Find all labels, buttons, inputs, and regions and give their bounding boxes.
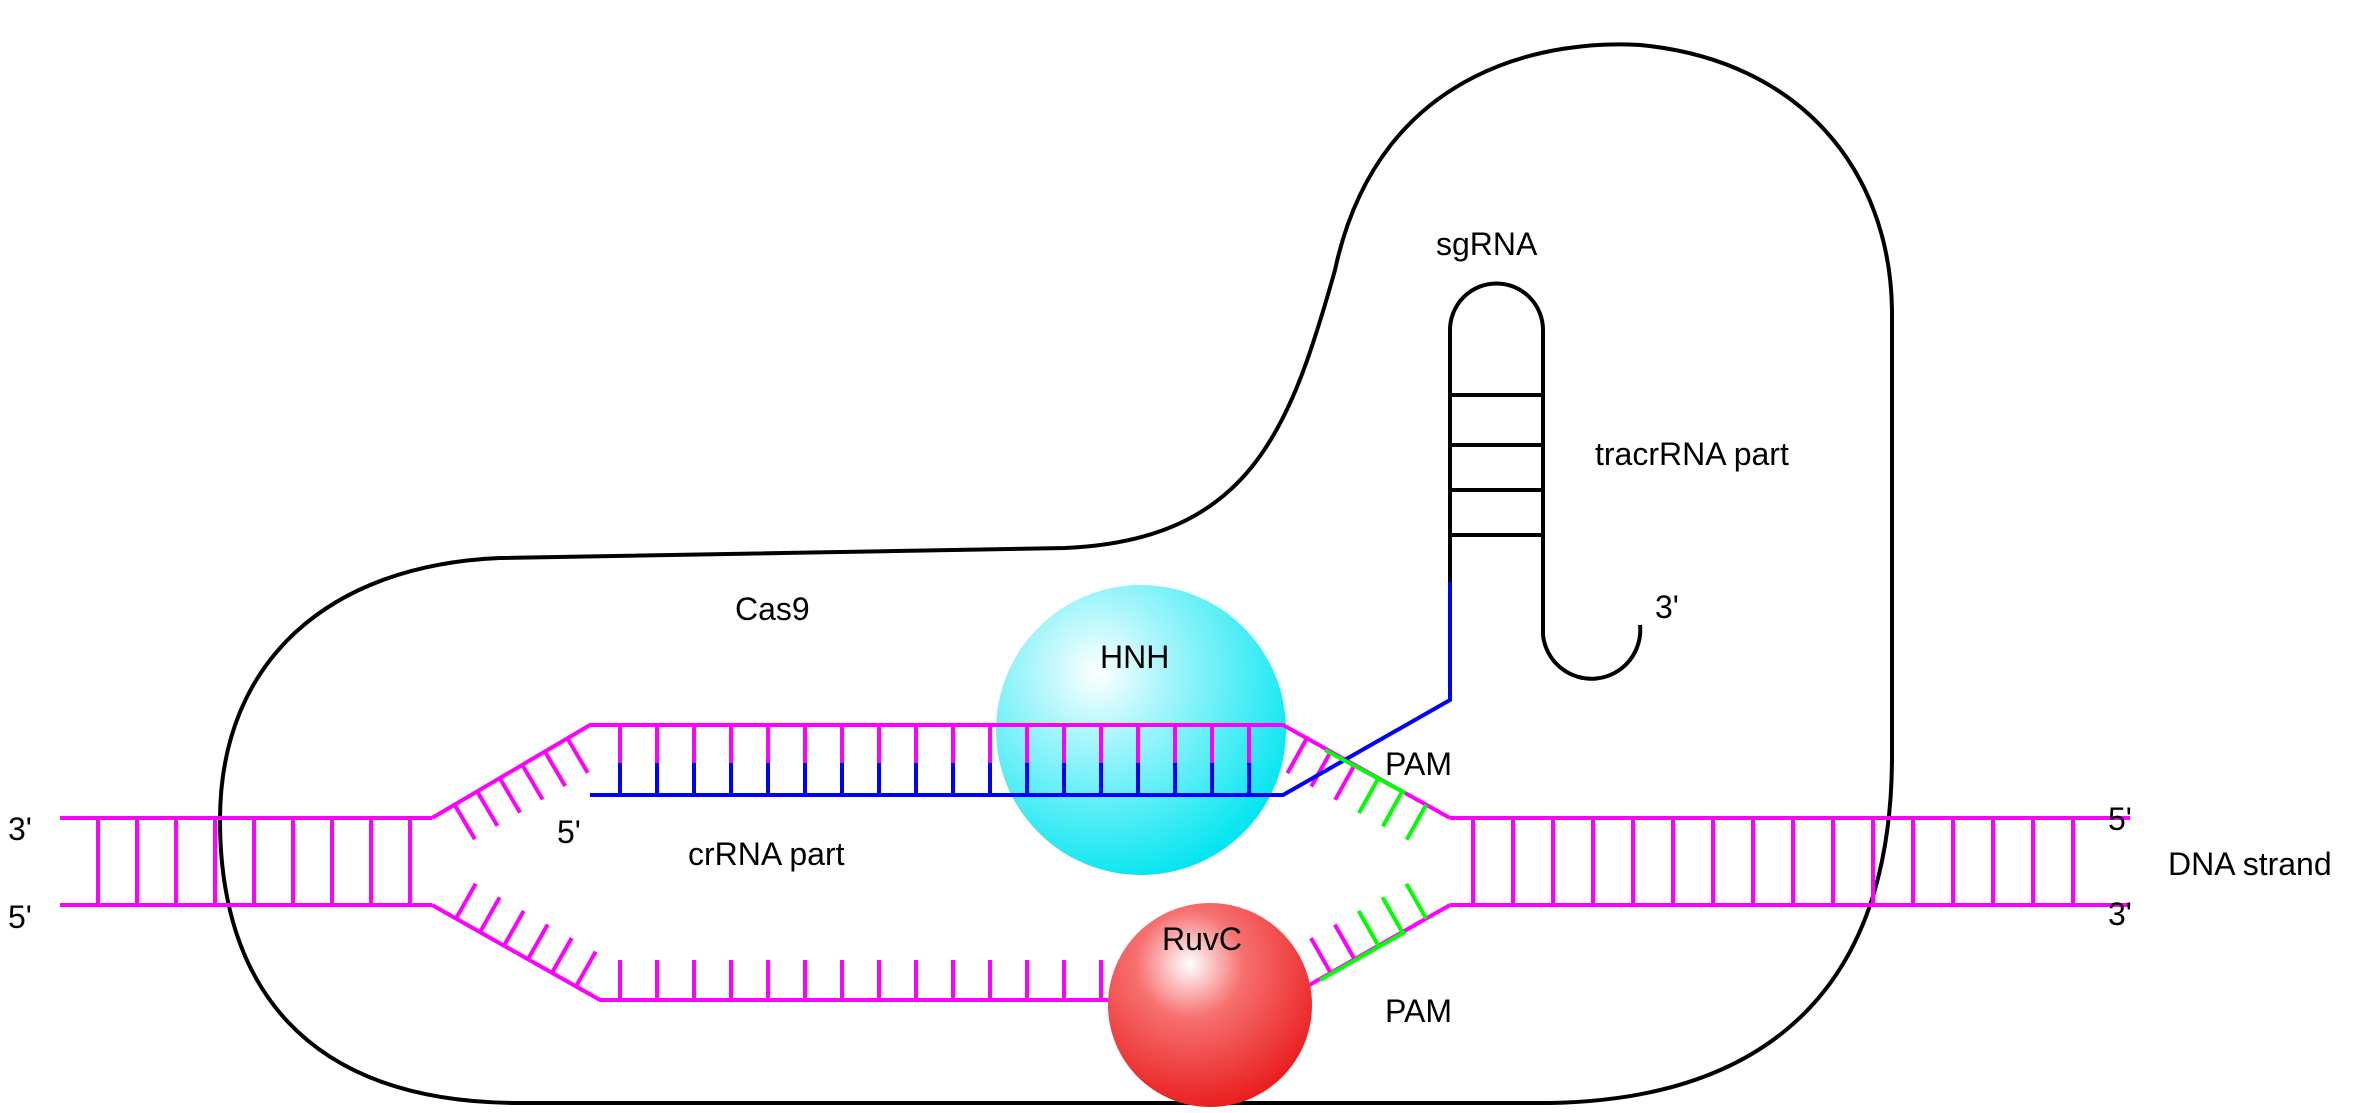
right-bottom-end-label: 3' xyxy=(2108,896,2132,932)
dna-base-stub xyxy=(520,763,545,801)
dna-strand-label: DNA strand xyxy=(2168,846,2332,882)
dna-base-stub xyxy=(454,882,478,920)
dna-base-stub xyxy=(550,937,574,974)
cas9-label: Cas9 xyxy=(735,591,810,627)
pam-base xyxy=(1357,777,1381,815)
dna-base-stub xyxy=(475,790,500,827)
tracrrna-3-end-label: 3' xyxy=(1655,589,1679,625)
pam-strand-bottom xyxy=(1319,930,1406,982)
tracrrna-hairpin xyxy=(1448,281,1643,681)
pam-label-lower: PAM xyxy=(1385,993,1452,1029)
sgrna-label: sgRNA xyxy=(1436,226,1538,262)
pam-strand-top xyxy=(1324,748,1406,795)
dna-base-stub xyxy=(1333,763,1357,801)
crrna-strand xyxy=(590,582,1452,797)
hnh-domain-sphere xyxy=(996,585,1286,875)
crrna-base-pairs xyxy=(618,763,1251,795)
dna-base-stub xyxy=(478,896,502,934)
pam-base xyxy=(1404,803,1428,841)
left-top-end-label: 3' xyxy=(8,811,32,847)
dna-base-stub xyxy=(452,803,477,841)
pam-base xyxy=(1380,896,1405,934)
dna-base-stub xyxy=(1285,737,1309,775)
dna-base-stub xyxy=(1309,937,1333,974)
dna-base-stub xyxy=(497,777,522,814)
hnh-label: HNH xyxy=(1100,639,1169,675)
right-top-end-label: 5' xyxy=(2108,801,2132,837)
dna-base-stub xyxy=(502,909,526,947)
ruvc-label: RuvC xyxy=(1162,921,1242,957)
pam-base xyxy=(1356,909,1381,947)
dna-base-stub xyxy=(1333,923,1357,961)
guide-rna xyxy=(590,281,1643,797)
cas9-outline xyxy=(217,42,1894,1105)
dna-base-stub xyxy=(574,950,598,988)
dna-base-stub xyxy=(543,750,567,788)
dna-base-stub xyxy=(1309,750,1333,788)
dna-base-stub xyxy=(526,923,550,961)
tracrrna-base-pairs xyxy=(1450,393,1543,537)
pam-base xyxy=(1404,882,1428,920)
pam-label-upper: PAM xyxy=(1385,746,1452,782)
dna-strands xyxy=(60,723,2130,1002)
ruvc-domain-sphere xyxy=(1108,903,1312,1107)
dna-base-stub xyxy=(565,737,590,774)
pam-base xyxy=(1381,790,1405,828)
tracrrna-part-label: tracrRNA part xyxy=(1595,436,1789,472)
crrna-part-label: crRNA part xyxy=(688,836,845,872)
left-bottom-end-label: 5' xyxy=(8,899,32,935)
crrna-5-end-label: 5' xyxy=(557,814,581,850)
pam-sites xyxy=(1319,748,1428,982)
